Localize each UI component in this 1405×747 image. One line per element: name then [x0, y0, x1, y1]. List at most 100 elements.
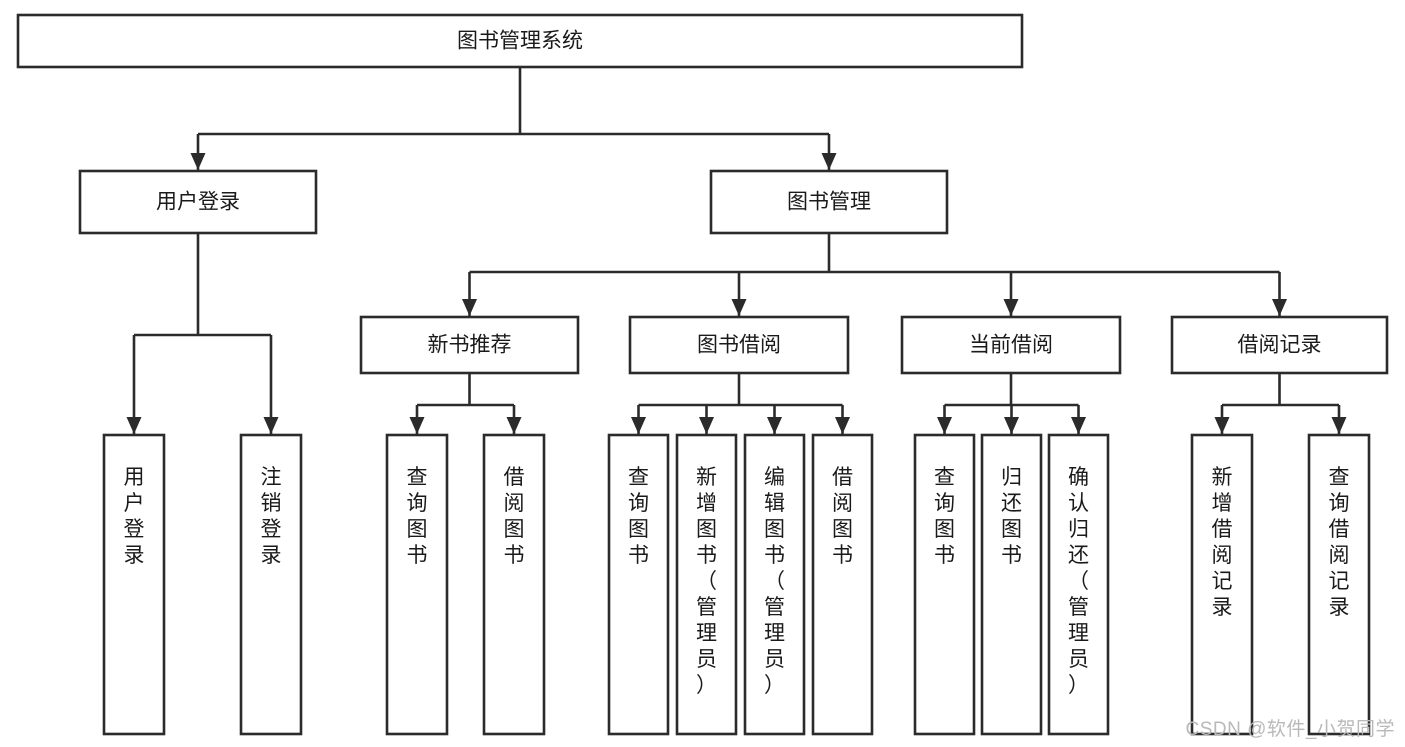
node-label-borrow-book-1: 阅 — [504, 492, 525, 515]
node-label-edit-book-admin: 图 — [764, 518, 785, 541]
node-box-add-borrow-record[interactable] — [1190, 433, 1254, 736]
node-box-user-login-do[interactable] — [102, 433, 166, 736]
node-box-borrow-book-2[interactable] — [811, 433, 874, 736]
arrow-head-icon — [835, 417, 850, 434]
arrow-head-icon — [821, 153, 837, 170]
node-book-borrow[interactable]: 图书借阅 — [628, 315, 850, 375]
node-label-confirm-return-admin: （ — [1068, 570, 1089, 593]
arrow-head-icon — [1004, 417, 1019, 434]
node-label-query-book-2: 查 — [628, 466, 649, 489]
arrow-head-icon — [462, 299, 477, 316]
node-box-borrow-record[interactable] — [1170, 315, 1389, 375]
node-label-add-book-admin: 管 — [696, 596, 717, 619]
arrow-head-icon — [506, 417, 522, 434]
node-box-query-book-2[interactable] — [607, 433, 670, 736]
node-user-login[interactable]: 用户登录 — [78, 169, 318, 235]
node-label-return-book: 归 — [1001, 466, 1022, 489]
node-box-user-login[interactable] — [78, 169, 318, 235]
node-label-confirm-return-admin: 认 — [1068, 492, 1089, 515]
node-label-edit-book-admin: ） — [764, 674, 785, 697]
arrow-head-icon — [1272, 299, 1287, 316]
node-box-borrow-book-1[interactable] — [482, 433, 546, 736]
node-label-book-manage: 图书管理 — [787, 191, 871, 214]
node-box-query-borrow-record[interactable] — [1307, 433, 1371, 736]
node-label-add-book-admin: 书 — [696, 544, 717, 567]
node-box-new-book-recommend[interactable] — [359, 315, 580, 375]
arrow-head-icon — [1071, 417, 1086, 434]
node-label-user-logout: 登 — [261, 518, 282, 541]
node-borrow-record[interactable]: 借阅记录 — [1170, 315, 1389, 375]
node-label-add-book-admin: 新 — [696, 466, 717, 489]
node-label-query-borrow-record: 阅 — [1329, 544, 1350, 567]
arrow-head-icon — [1214, 417, 1230, 434]
node-label-add-book-admin: 员 — [696, 648, 717, 671]
node-label-confirm-return-admin: 理 — [1068, 622, 1089, 645]
node-current-borrow[interactable]: 当前借阅 — [900, 315, 1122, 375]
node-box-query-book-1[interactable] — [385, 433, 449, 736]
node-label-return-book: 书 — [1001, 544, 1022, 567]
node-label-query-book-3: 图 — [934, 518, 955, 541]
node-box-add-book-admin[interactable] — [675, 433, 738, 736]
node-label-add-borrow-record: 录 — [1212, 596, 1233, 619]
arrow-head-icon — [767, 417, 782, 434]
node-label-confirm-return-admin: 确 — [1068, 466, 1089, 489]
node-label-query-book-3: 查 — [934, 466, 955, 489]
node-user-login-do[interactable]: 用户登录 — [102, 433, 166, 736]
node-label-query-borrow-record: 录 — [1329, 596, 1350, 619]
node-label-borrow-book-2: 阅 — [832, 492, 853, 515]
node-new-book-recommend[interactable]: 新书推荐 — [359, 315, 580, 375]
node-label-query-borrow-record: 询 — [1329, 492, 1350, 515]
node-label-add-borrow-record: 新 — [1212, 466, 1233, 489]
node-label-query-book-3: 书 — [934, 544, 955, 567]
node-box-book-borrow[interactable] — [628, 315, 850, 375]
node-book-manage[interactable]: 图书管理 — [709, 169, 949, 235]
node-label-edit-book-admin: 书 — [764, 544, 785, 567]
node-label-edit-book-admin: 员 — [764, 648, 785, 671]
arrow-head-icon — [190, 153, 206, 170]
node-root[interactable]: 图书管理系统 — [16, 13, 1024, 69]
node-box-root[interactable] — [16, 13, 1024, 69]
node-box-query-book-3[interactable] — [913, 433, 976, 736]
arrow-head-icon — [1331, 417, 1347, 434]
node-box-current-borrow[interactable] — [900, 315, 1122, 375]
node-label-confirm-return-admin: ） — [1068, 674, 1089, 697]
node-label-user-logout: 销 — [261, 492, 282, 515]
node-label-query-book-2: 图 — [628, 518, 649, 541]
arrow-head-icon — [699, 417, 714, 434]
arrow-head-icon — [409, 417, 425, 434]
arrow-head-icon — [126, 417, 142, 434]
node-label-current-borrow: 当前借阅 — [969, 334, 1053, 357]
node-label-edit-book-admin: 管 — [764, 596, 785, 619]
nodes-layer: 图书管理系统用户登录图书管理用户登录注销登录新书推荐查询图书借阅图书图书借阅查询… — [16, 13, 1389, 736]
node-box-return-book[interactable] — [980, 433, 1043, 736]
node-label-edit-book-admin: 理 — [764, 622, 785, 645]
node-label-add-borrow-record: 借 — [1212, 518, 1233, 541]
node-label-user-logout: 注 — [261, 466, 282, 489]
node-box-confirm-return-admin[interactable] — [1047, 433, 1110, 736]
node-box-user-logout[interactable] — [239, 433, 303, 736]
arrow-head-icon — [937, 417, 952, 434]
arrow-head-icon — [631, 417, 646, 434]
node-label-confirm-return-admin: 员 — [1068, 648, 1089, 671]
node-label-query-borrow-record: 借 — [1329, 518, 1350, 541]
node-label-borrow-book-1: 图 — [504, 518, 525, 541]
node-label-book-borrow: 图书借阅 — [697, 334, 781, 357]
node-label-query-borrow-record: 查 — [1329, 466, 1350, 489]
node-label-add-book-admin: 增 — [696, 492, 717, 515]
node-box-book-manage[interactable] — [709, 169, 949, 235]
node-box-edit-book-admin[interactable] — [743, 433, 806, 736]
node-label-query-book-1: 图 — [407, 518, 428, 541]
